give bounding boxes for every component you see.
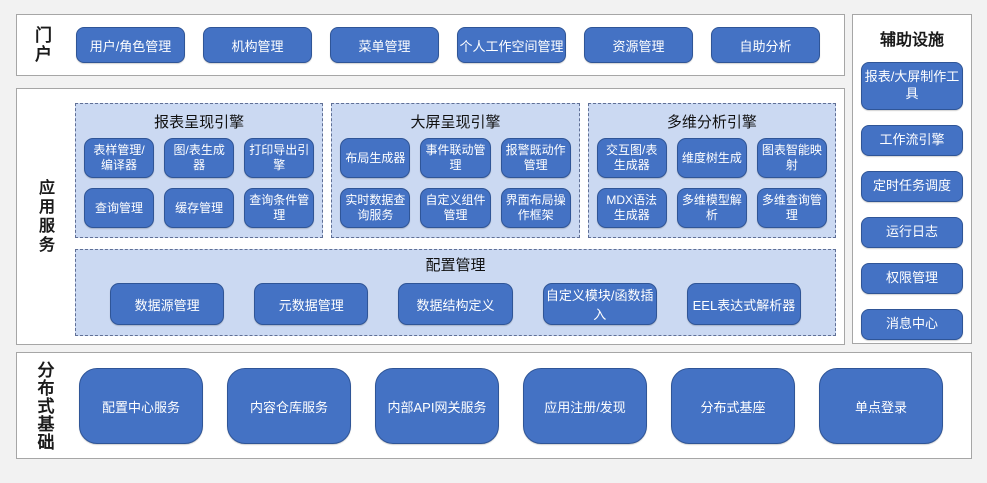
module-button-mdx-syntax-generator[interactable]: MDX语法生成器: [596, 188, 667, 228]
config-management-title: 配置管理: [425, 257, 486, 274]
engines-row: 报表呈现引擎 表样管理/编译器 图/表生成器 打印导出引擎 查询管理 缓存管理 …: [75, 103, 836, 238]
config-button-eel-expression-parser[interactable]: EEL表达式解析器: [686, 283, 802, 325]
module-button-multidim-model-parsing[interactable]: 多维模型解析: [676, 188, 747, 228]
module-button-smart-chart-mapping[interactable]: 图表智能映射: [756, 138, 827, 178]
module-button-query-management[interactable]: 查询管理: [84, 188, 155, 228]
config-button-custom-module-function-insert[interactable]: 自定义模块/函数插入: [542, 283, 657, 325]
module-button-layout-generator[interactable]: 布局生成器: [340, 138, 411, 178]
auxiliary-facilities-section: 辅助设施 报表/大屏制作工具 工作流引擎 定时任务调度 运行日志 权限管理 消息…: [852, 14, 972, 344]
olap-engine-grid: 交互图/表生成器 维度树生成 图表智能映射 MDX语法生成器 多维模型解析 多维…: [596, 138, 827, 228]
portal-button-org-management[interactable]: 机构管理: [203, 27, 312, 63]
config-button-data-structure-definition[interactable]: 数据结构定义: [398, 283, 513, 325]
auxiliary-facilities-title: 辅助设施: [879, 32, 944, 49]
portal-button-row: 用户/角色管理 机构管理 菜单管理 个人工作空间管理 资源管理 自助分析: [54, 27, 844, 63]
portal-button-resource-management[interactable]: 资源管理: [584, 27, 693, 63]
portal-section: 门户 用户/角色管理 机构管理 菜单管理 个人工作空间管理 资源管理 自助分析: [16, 14, 845, 76]
olap-engine-title: 多维分析引擎: [666, 114, 757, 131]
module-button-interactive-chart-generator[interactable]: 交互图/表生成器: [596, 138, 667, 178]
foundation-button-config-center-service[interactable]: 配置中心服务: [79, 368, 203, 444]
olap-engine-panel: 多维分析引擎 交互图/表生成器 维度树生成 图表智能映射 MDX语法生成器 多维…: [587, 103, 836, 238]
aux-button-permission-management[interactable]: 权限管理: [861, 263, 963, 294]
config-management-panel: 配置管理 数据源管理 元数据管理 数据结构定义 自定义模块/函数插入 EEL表达…: [75, 249, 836, 336]
portal-button-workspace-management[interactable]: 个人工作空间管理: [457, 27, 566, 63]
module-button-print-export-engine[interactable]: 打印导出引擎: [244, 138, 315, 178]
bigscreen-engine-panel: 大屏呈现引擎 布局生成器 事件联动管理 报警既动作管理 实时数据查询服务 自定义…: [331, 103, 580, 238]
portal-button-user-role-management[interactable]: 用户/角色管理: [76, 27, 185, 63]
portal-section-label: 门户: [32, 26, 51, 64]
report-engine-title: 报表呈现引擎: [154, 114, 245, 131]
foundation-button-distributed-base[interactable]: 分布式基座: [671, 368, 795, 444]
foundation-button-single-sign-on[interactable]: 单点登录: [819, 368, 943, 444]
portal-button-menu-management[interactable]: 菜单管理: [330, 27, 439, 63]
app-services-section-label: 应用服务: [36, 178, 53, 255]
module-button-alarm-action-management[interactable]: 报警既动作管理: [500, 138, 571, 178]
app-services-section: 应用服务 报表呈现引擎 表样管理/编译器 图/表生成器 打印导出引擎 查询管理 …: [16, 88, 845, 345]
foundation-label-column: 分布式基础: [17, 353, 71, 458]
module-button-event-linkage-management[interactable]: 事件联动管理: [420, 138, 491, 178]
config-button-metadata-management[interactable]: 元数据管理: [254, 283, 369, 325]
foundation-button-content-repository-service[interactable]: 内容仓库服务: [227, 368, 351, 444]
aux-button-report-bigscreen-authoring-tool[interactable]: 报表/大屏制作工具: [861, 62, 963, 110]
module-button-dimension-tree-generation[interactable]: 维度树生成: [676, 138, 747, 178]
module-button-cache-management[interactable]: 缓存管理: [164, 188, 235, 228]
module-button-chart-table-generator[interactable]: 图/表生成器: [164, 138, 235, 178]
module-button-style-compiler[interactable]: 表样管理/编译器: [84, 138, 155, 178]
foundation-button-app-registration-discovery[interactable]: 应用注册/发现: [523, 368, 647, 444]
aux-button-message-center[interactable]: 消息中心: [861, 309, 963, 340]
aux-button-run-logs[interactable]: 运行日志: [861, 217, 963, 248]
foundation-section-label: 分布式基础: [34, 360, 54, 451]
app-services-content: 报表呈现引擎 表样管理/编译器 图/表生成器 打印导出引擎 查询管理 缓存管理 …: [71, 89, 844, 344]
bigscreen-engine-grid: 布局生成器 事件联动管理 报警既动作管理 实时数据查询服务 自定义组件管理 界面…: [340, 138, 571, 228]
module-button-realtime-data-query[interactable]: 实时数据查询服务: [340, 188, 411, 228]
module-button-multidim-query-management[interactable]: 多维查询管理: [756, 188, 827, 228]
report-engine-grid: 表样管理/编译器 图/表生成器 打印导出引擎 查询管理 缓存管理 查询条件管理: [84, 138, 315, 228]
config-button-datasource-management[interactable]: 数据源管理: [110, 283, 225, 325]
module-button-custom-component-management[interactable]: 自定义组件管理: [420, 188, 491, 228]
config-button-row: 数据源管理 元数据管理 数据结构定义 自定义模块/函数插入 EEL表达式解析器: [76, 281, 835, 337]
bigscreen-engine-title: 大屏呈现引擎: [410, 114, 501, 131]
portal-button-self-service-analysis[interactable]: 自助分析: [711, 27, 820, 63]
distributed-foundation-section: 分布式基础 配置中心服务 内容仓库服务 内部API网关服务 应用注册/发现 分布…: [16, 352, 972, 459]
aux-button-scheduled-task[interactable]: 定时任务调度: [861, 171, 963, 202]
module-button-query-condition-management[interactable]: 查询条件管理: [244, 188, 315, 228]
module-button-ui-layout-framework[interactable]: 界面布局操作框架: [500, 188, 571, 228]
foundation-button-row: 配置中心服务 内容仓库服务 内部API网关服务 应用注册/发现 分布式基座 单点…: [71, 353, 971, 458]
app-services-label-column: 应用服务: [17, 89, 71, 344]
aux-button-workflow-engine[interactable]: 工作流引擎: [861, 125, 963, 156]
foundation-button-internal-api-gateway[interactable]: 内部API网关服务: [375, 368, 499, 444]
report-engine-panel: 报表呈现引擎 表样管理/编译器 图/表生成器 打印导出引擎 查询管理 缓存管理 …: [75, 103, 324, 238]
